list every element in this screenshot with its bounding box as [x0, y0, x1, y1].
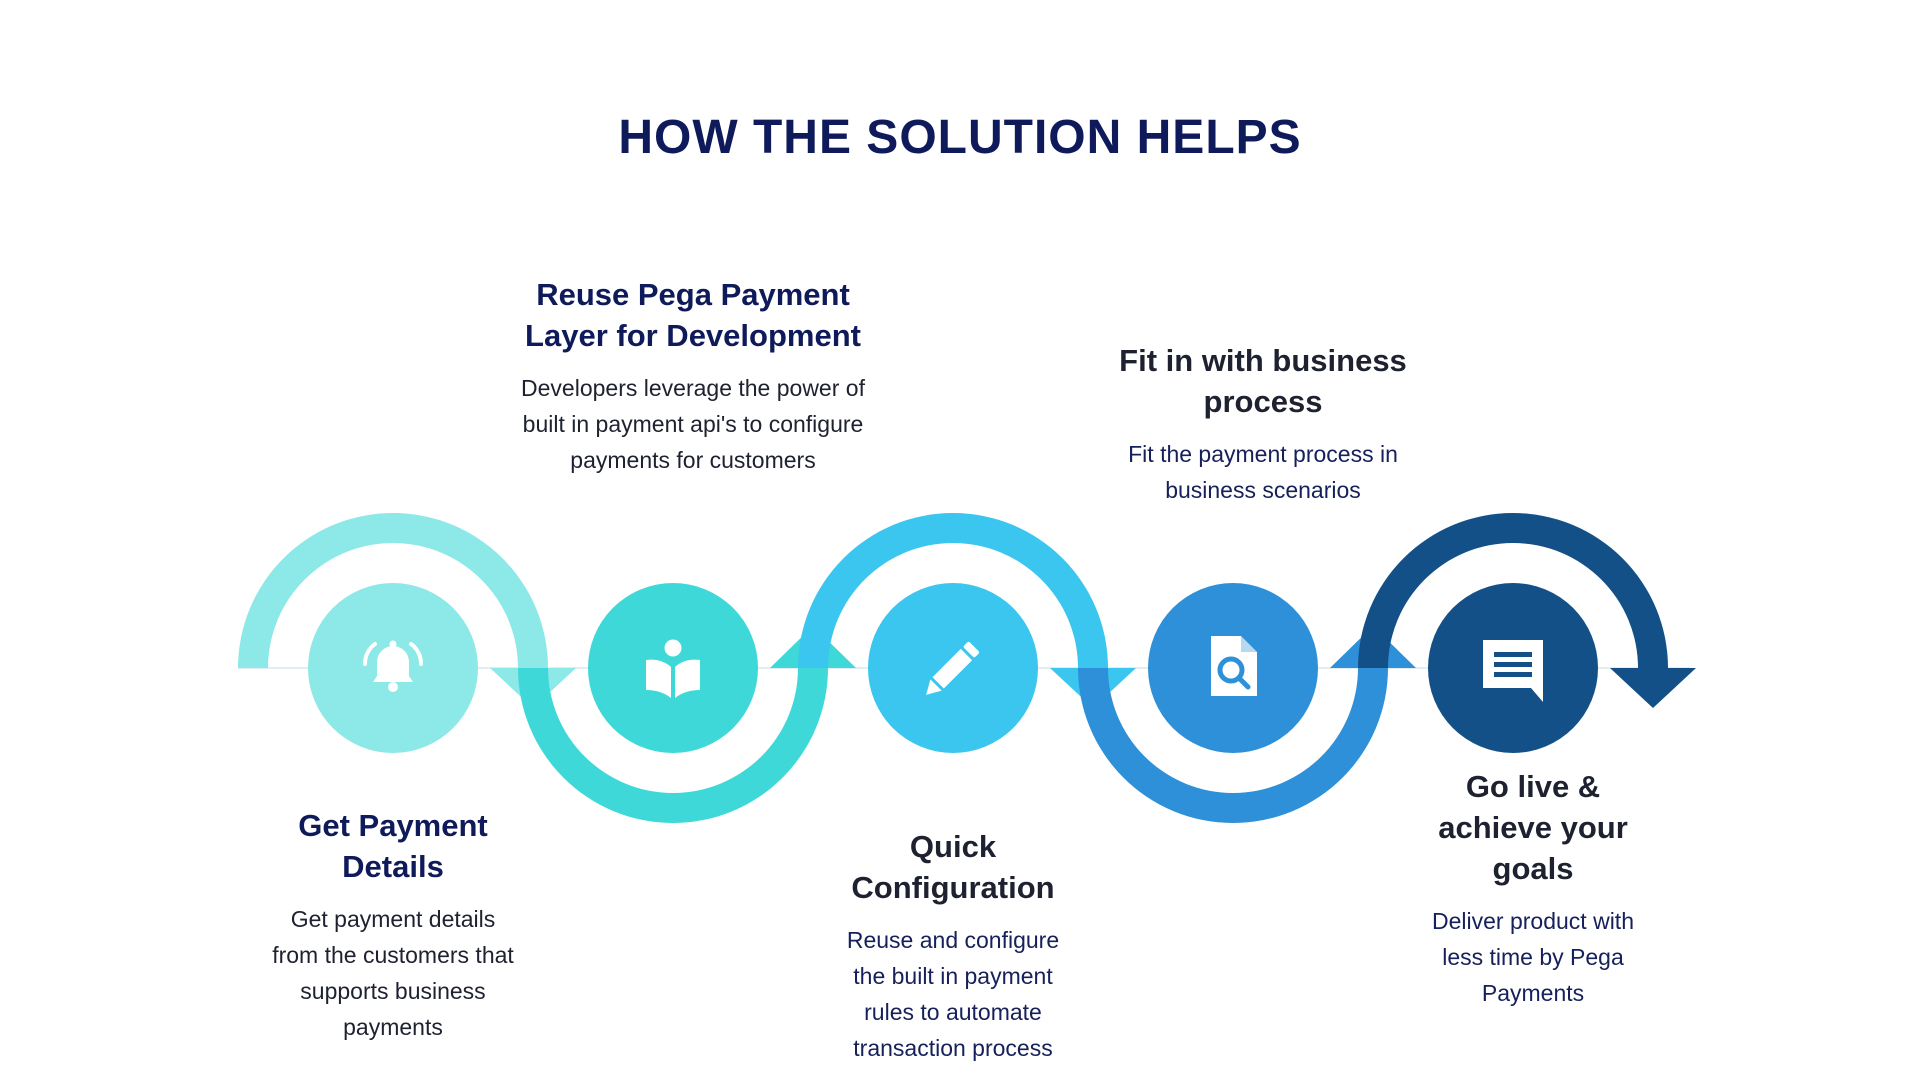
step-1-description: Get payment details from the customers t…: [233, 901, 553, 1045]
step-4-heading: Fit in with business process: [1083, 340, 1443, 422]
step-2-arc: [518, 668, 828, 823]
step-2-text: Reuse Pega Payment Layer for Development…: [483, 274, 903, 478]
step-3-description-line: Reuse and configure: [846, 927, 1060, 953]
step-5-heading-line: achieve your: [1438, 810, 1628, 845]
step-4-text: Fit in with business process Fit the pay…: [1083, 340, 1443, 508]
step-5-description-line: Payments: [1481, 980, 1585, 1006]
step-2-heading: Reuse Pega Payment Layer for Development: [483, 274, 903, 356]
step-1-description-line: supports business: [300, 978, 486, 1004]
step-3-heading-line: Quick: [909, 829, 997, 864]
step-4-arc: [1078, 668, 1388, 823]
step-5-heading: Go live & achieve your goals: [1383, 766, 1683, 889]
bell-icon: [362, 640, 424, 692]
pencil-icon: [926, 641, 980, 695]
reader-book-icon: [646, 639, 700, 698]
step-3-description-line: transaction process: [853, 1035, 1053, 1061]
step-1-description-line: Get payment details: [290, 906, 496, 932]
step-5-arc: [1358, 513, 1668, 668]
step-2-description-line: built in payment api's to configure: [522, 411, 864, 437]
step-2-circle: [588, 583, 758, 753]
step-1-description-line: payments: [343, 1014, 443, 1040]
step-3-heading-line: Configuration: [851, 870, 1055, 905]
step-2-description: Developers leverage the power of built i…: [483, 370, 903, 478]
step-2-description-line: payments for customers: [570, 447, 816, 473]
step-2-description-line: Developers leverage the power of: [521, 375, 865, 401]
step-2-heading-line: Reuse Pega Payment: [536, 277, 850, 312]
step-5-description: Deliver product with less time by Pega P…: [1383, 903, 1683, 1011]
step-4-heading-line: Fit in with business: [1119, 343, 1407, 378]
step-1-arc: [238, 513, 548, 668]
step-1-heading: Get Payment Details: [233, 805, 553, 887]
step-1-heading-line: Get Payment: [298, 808, 488, 843]
step-4-description-line: business scenarios: [1165, 477, 1361, 503]
document-search-icon: [1211, 636, 1257, 696]
step-3-arc: [798, 513, 1108, 668]
step-3-description-line: rules to automate: [864, 999, 1042, 1025]
step-5-arc-arrow: [1358, 513, 1696, 708]
step-4-heading-line: process: [1203, 384, 1323, 419]
step-1-heading-line: Details: [342, 849, 444, 884]
step-3-text: Quick Configuration Reuse and configure …: [803, 826, 1103, 1066]
step-3-description: Reuse and configure the built in payment…: [803, 922, 1103, 1066]
message-icon: [1483, 640, 1543, 702]
step-4-description: Fit the payment process in business scen…: [1083, 436, 1443, 508]
step-5-arrowhead: [1610, 668, 1696, 708]
step-4-description-line: Fit the payment process in: [1128, 441, 1398, 467]
step-5-description-line: Deliver product with: [1432, 908, 1634, 934]
step-5-description-line: less time by Pega: [1442, 944, 1624, 970]
step-3-heading: Quick Configuration: [803, 826, 1103, 908]
page-title: HOW THE SOLUTION HELPS: [618, 111, 1302, 164]
step-5-heading-line: Go live &: [1465, 769, 1601, 804]
step-1-description-line: from the customers that: [272, 942, 514, 968]
step-1-text: Get Payment Details Get payment details …: [233, 805, 553, 1045]
step-5-heading-line: goals: [1492, 851, 1574, 886]
step-2-heading-line: Layer for Development: [525, 318, 861, 353]
step-5-text: Go live & achieve your goals Deliver pro…: [1383, 766, 1683, 1011]
step-3-description-line: the built in payment: [853, 963, 1053, 989]
